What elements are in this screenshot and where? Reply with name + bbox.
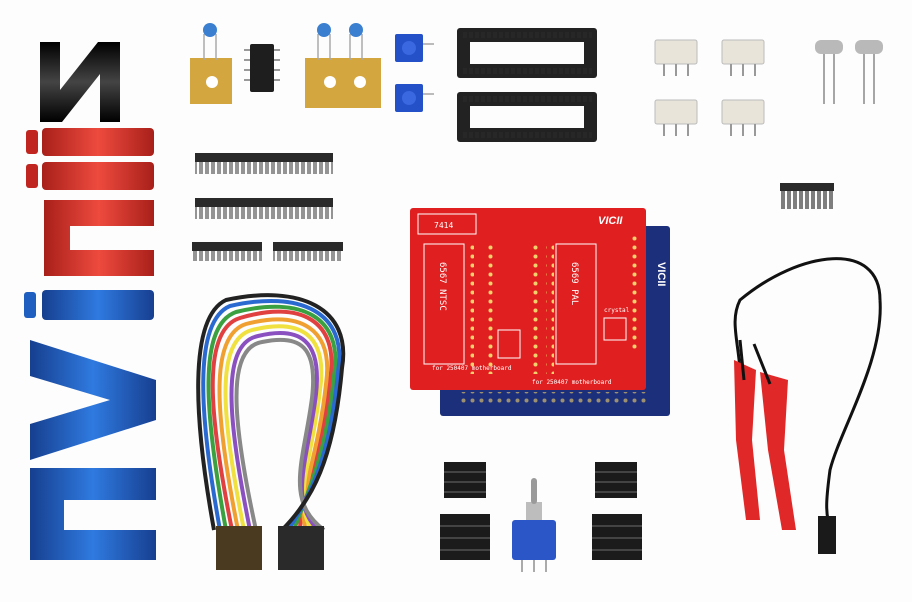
ic-socket-icon [457, 92, 597, 142]
jumper-cable-icon [196, 293, 346, 532]
switch-icon [512, 478, 556, 572]
blue-board-label: VICII [655, 262, 667, 286]
chip-label-ntsc: 6567 NTSC [437, 262, 447, 311]
red-board-note-right: for 250407 motherboard [532, 379, 612, 386]
ic-label: 7414 [434, 221, 453, 230]
trimmer-pot-icon [395, 84, 434, 112]
pin-header [192, 153, 834, 261]
red-board-brand: VICII [598, 215, 623, 227]
trimmer-pot-icon [395, 34, 434, 62]
ic-socket-icon [457, 28, 597, 78]
crystal-icon [815, 40, 883, 104]
connector-white [654, 39, 765, 136]
crystal-label: crystal [604, 307, 630, 314]
ic-chip [244, 44, 280, 92]
pcb-icon: 7414 VICII 6567 NTSC 6569 PAL for 250407… [410, 208, 646, 390]
connector-housing [216, 526, 324, 570]
chip-label-pal: 6569 PAL [569, 262, 579, 305]
capacitor-icon [305, 23, 381, 108]
heatsink-icon [440, 462, 642, 560]
test-clip-icon [733, 257, 882, 554]
logo-mark [24, 42, 156, 560]
red-board-note-left: for 250407 motherboard [432, 365, 512, 372]
capacitor-icon [190, 23, 232, 104]
